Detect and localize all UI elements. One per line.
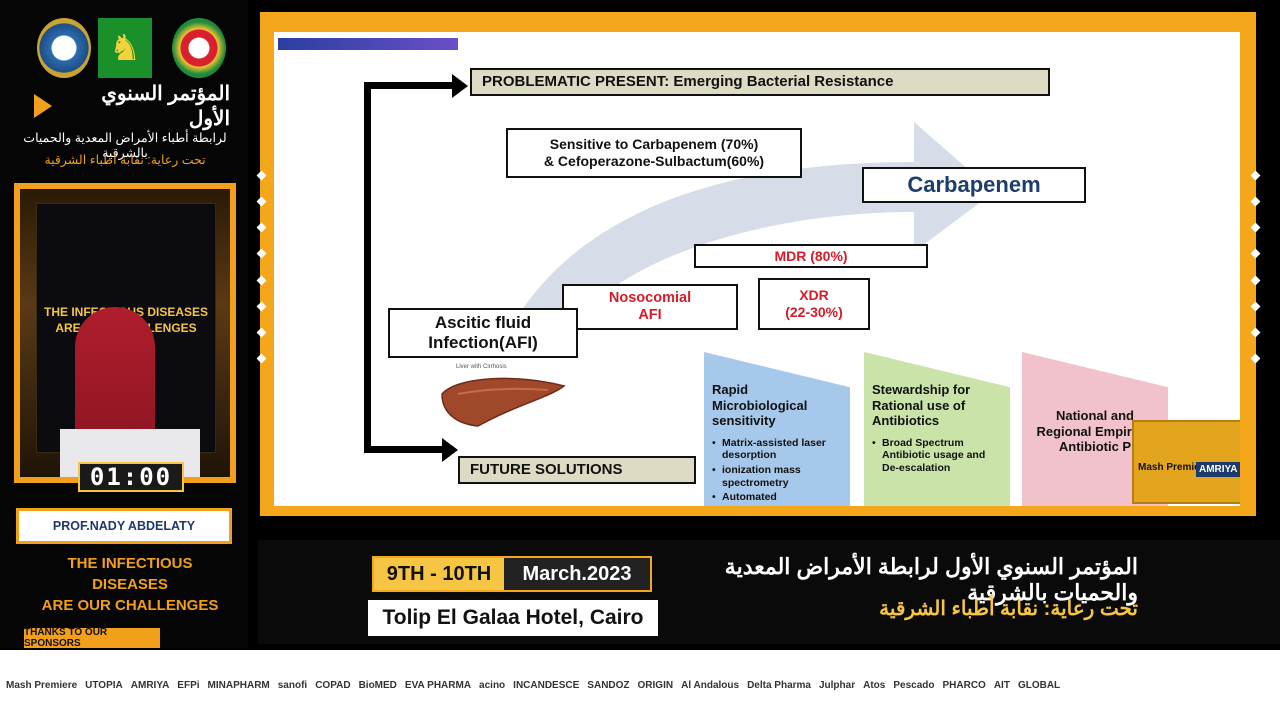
event-venue: Tolip El Galaa Hotel, Cairo	[368, 600, 658, 636]
horse-logo: ♞	[98, 18, 152, 78]
conference-title: المؤتمر السنوي الأول	[30, 83, 230, 130]
sponsor-logo: EVA PHARMA	[404, 679, 472, 691]
date-range: 9TH - 10TH	[374, 558, 504, 590]
sponsor-logo: MINAPHARM	[207, 679, 270, 691]
slide-title: PROBLEMATIC PRESENT: Emerging Bacterial …	[470, 68, 1050, 96]
sponsor-logo: AMRIYA	[1196, 462, 1240, 477]
sponsor-logo: Delta Pharma	[747, 679, 811, 691]
carbapenem-box: Carbapenem	[862, 167, 1086, 203]
sponsor-logo: EFPi	[177, 679, 200, 691]
presentation-slide: PROBLEMATIC PRESENT: Emerging Bacterial …	[274, 32, 1240, 506]
conference-title-text: المؤتمر السنوي الأول	[101, 83, 230, 130]
sensitivity-box: Sensitive to Carbapenem (70%) & Cefopera…	[506, 128, 802, 178]
xdr-line: (22-30%)	[785, 304, 843, 320]
rapid-sensitivity-panel: Rapid Microbiological sensitivity Matrix…	[704, 352, 850, 506]
xdr-line: XDR	[799, 287, 829, 304]
future-solutions-title: FUTURE SOLUTIONS	[458, 456, 696, 484]
arrow-right-icon	[442, 438, 458, 462]
sidebar: ♞ المؤتمر السنوي الأول لرابطة أطباء الأم…	[0, 0, 248, 649]
sponsor-logo: INCANDESCE	[513, 679, 580, 691]
nosocomial-line: Nosocomial	[608, 289, 692, 306]
nosocomial-line: AFI	[638, 307, 662, 323]
xdr-box: XDR (22-30%)	[758, 278, 870, 330]
afi-box: Ascitic fluid Infection(AFI)	[388, 308, 578, 358]
play-icon	[34, 94, 52, 118]
panel-item: Matrix-assisted laser desorption	[712, 437, 842, 462]
sponsors-tag: THANKS TO OUR SPONSORS	[24, 627, 160, 649]
sponsor-logo: BioMED	[358, 679, 397, 691]
sponsor-logo: ORIGIN	[637, 679, 674, 691]
panel-title: Rapid Microbiological sensitivity	[712, 382, 808, 429]
sponsor-logo: Pescado	[893, 679, 935, 691]
bracket-line-top	[364, 82, 454, 89]
sponsor-logo: AMRIYA	[130, 679, 170, 691]
sponsor-logo: sanofi	[277, 679, 308, 691]
arrow-right-icon	[452, 74, 468, 98]
conference-subtitle: لرابطة أطباء الأمراض المعدية والحميات با…	[23, 131, 227, 160]
event-patron-arabic: تحت رعاية: نقابة أطباء الشرقية	[879, 598, 1138, 620]
syndicate-logo	[172, 18, 226, 78]
event-info-bar: 9TH - 10TH March.2023 Tolip El Galaa Hot…	[258, 540, 1280, 644]
sponsor-logo: PHARCO	[942, 679, 986, 691]
mdr-box: MDR (80%)	[694, 244, 928, 268]
ishafid-logo	[37, 18, 91, 78]
panel-title: Stewardship for Rational use of Antibiot…	[872, 382, 971, 429]
conference-patron: تحت رعاية: نقابة أطباء الشرقية	[44, 153, 206, 167]
sponsor-logo: GLOBAL	[1017, 679, 1061, 691]
conference-slogan: THE INFECTIOUS DISEASES ARE OUR CHALLENG…	[40, 553, 220, 616]
speaker-name-plate: PROF.NADY ABDELATY	[16, 508, 232, 544]
sponsor-logo: Mash Premiere	[6, 679, 78, 691]
sponsor-logo: Mash Premiere	[1138, 462, 1210, 473]
liver-icon	[441, 377, 566, 427]
nosocomial-box: Nosocomial AFI	[562, 284, 738, 330]
slide-sponsor-overlay: Mash Premiere AMRIYA	[1132, 420, 1240, 504]
panel-item: ionization mass spectrometry	[712, 464, 842, 489]
slide-accent-bar	[278, 38, 458, 50]
sensitivity-line: Sensitive to Carbapenem (70%)	[549, 136, 759, 153]
sensitivity-line: & Cefoperazone-Sulbactum(60%)	[543, 153, 765, 169]
sponsor-logo: COPAD	[315, 679, 351, 691]
slogan-line: THE INFECTIOUS	[67, 555, 193, 572]
panel-item: Automated	[712, 491, 842, 504]
sponsor-logo: SANDOZ	[587, 679, 630, 691]
bracket-line	[364, 86, 371, 448]
event-dates: 9TH - 10TH March.2023	[372, 556, 652, 592]
frame-dots-right	[1250, 170, 1260, 364]
slogan-line: ARE OUR CHALLENGES	[41, 597, 219, 614]
speaker-video[interactable]: THE INFECTIOUS DISEASES ARE OUR CHALLENG…	[14, 183, 236, 483]
afi-line: Ascitic fluid	[434, 312, 532, 332]
date-month: March.2023	[504, 558, 650, 590]
countdown-timer: 01:00	[78, 462, 184, 492]
panel-item: Broad Spectrum Antibiotic usage and De-e…	[872, 437, 1002, 475]
liver-caption: Liver with Cirrhosis	[456, 364, 507, 370]
sponsor-logo: UTOPIA	[85, 679, 123, 691]
sponsor-logo: Julphar	[818, 679, 856, 691]
event-title-arabic: المؤتمر السنوي الأول لرابطة الأمراض المع…	[724, 554, 1138, 605]
slogan-line: DISEASES	[92, 576, 168, 593]
bracket-line-bottom	[364, 446, 444, 453]
frame-dots-left	[256, 170, 266, 364]
sponsor-logo: acino	[479, 679, 506, 691]
sponsor-logo: Atos	[863, 679, 886, 691]
sponsor-logo: AIT	[993, 679, 1010, 691]
speaker-name: PROF.NADY ABDELATY	[19, 511, 229, 541]
sponsor-logo: Al Andalous	[681, 679, 740, 691]
sponsor-strip: Mash Premiere UTOPIA AMRIYA EFPi MINAPHARM sa…	[0, 650, 1280, 720]
afi-line: Infection(AFI)	[428, 333, 538, 352]
slide-frame: PROBLEMATIC PRESENT: Emerging Bacterial …	[256, 12, 1260, 516]
stewardship-panel: Stewardship for Rational use of Antibiot…	[864, 352, 1010, 506]
